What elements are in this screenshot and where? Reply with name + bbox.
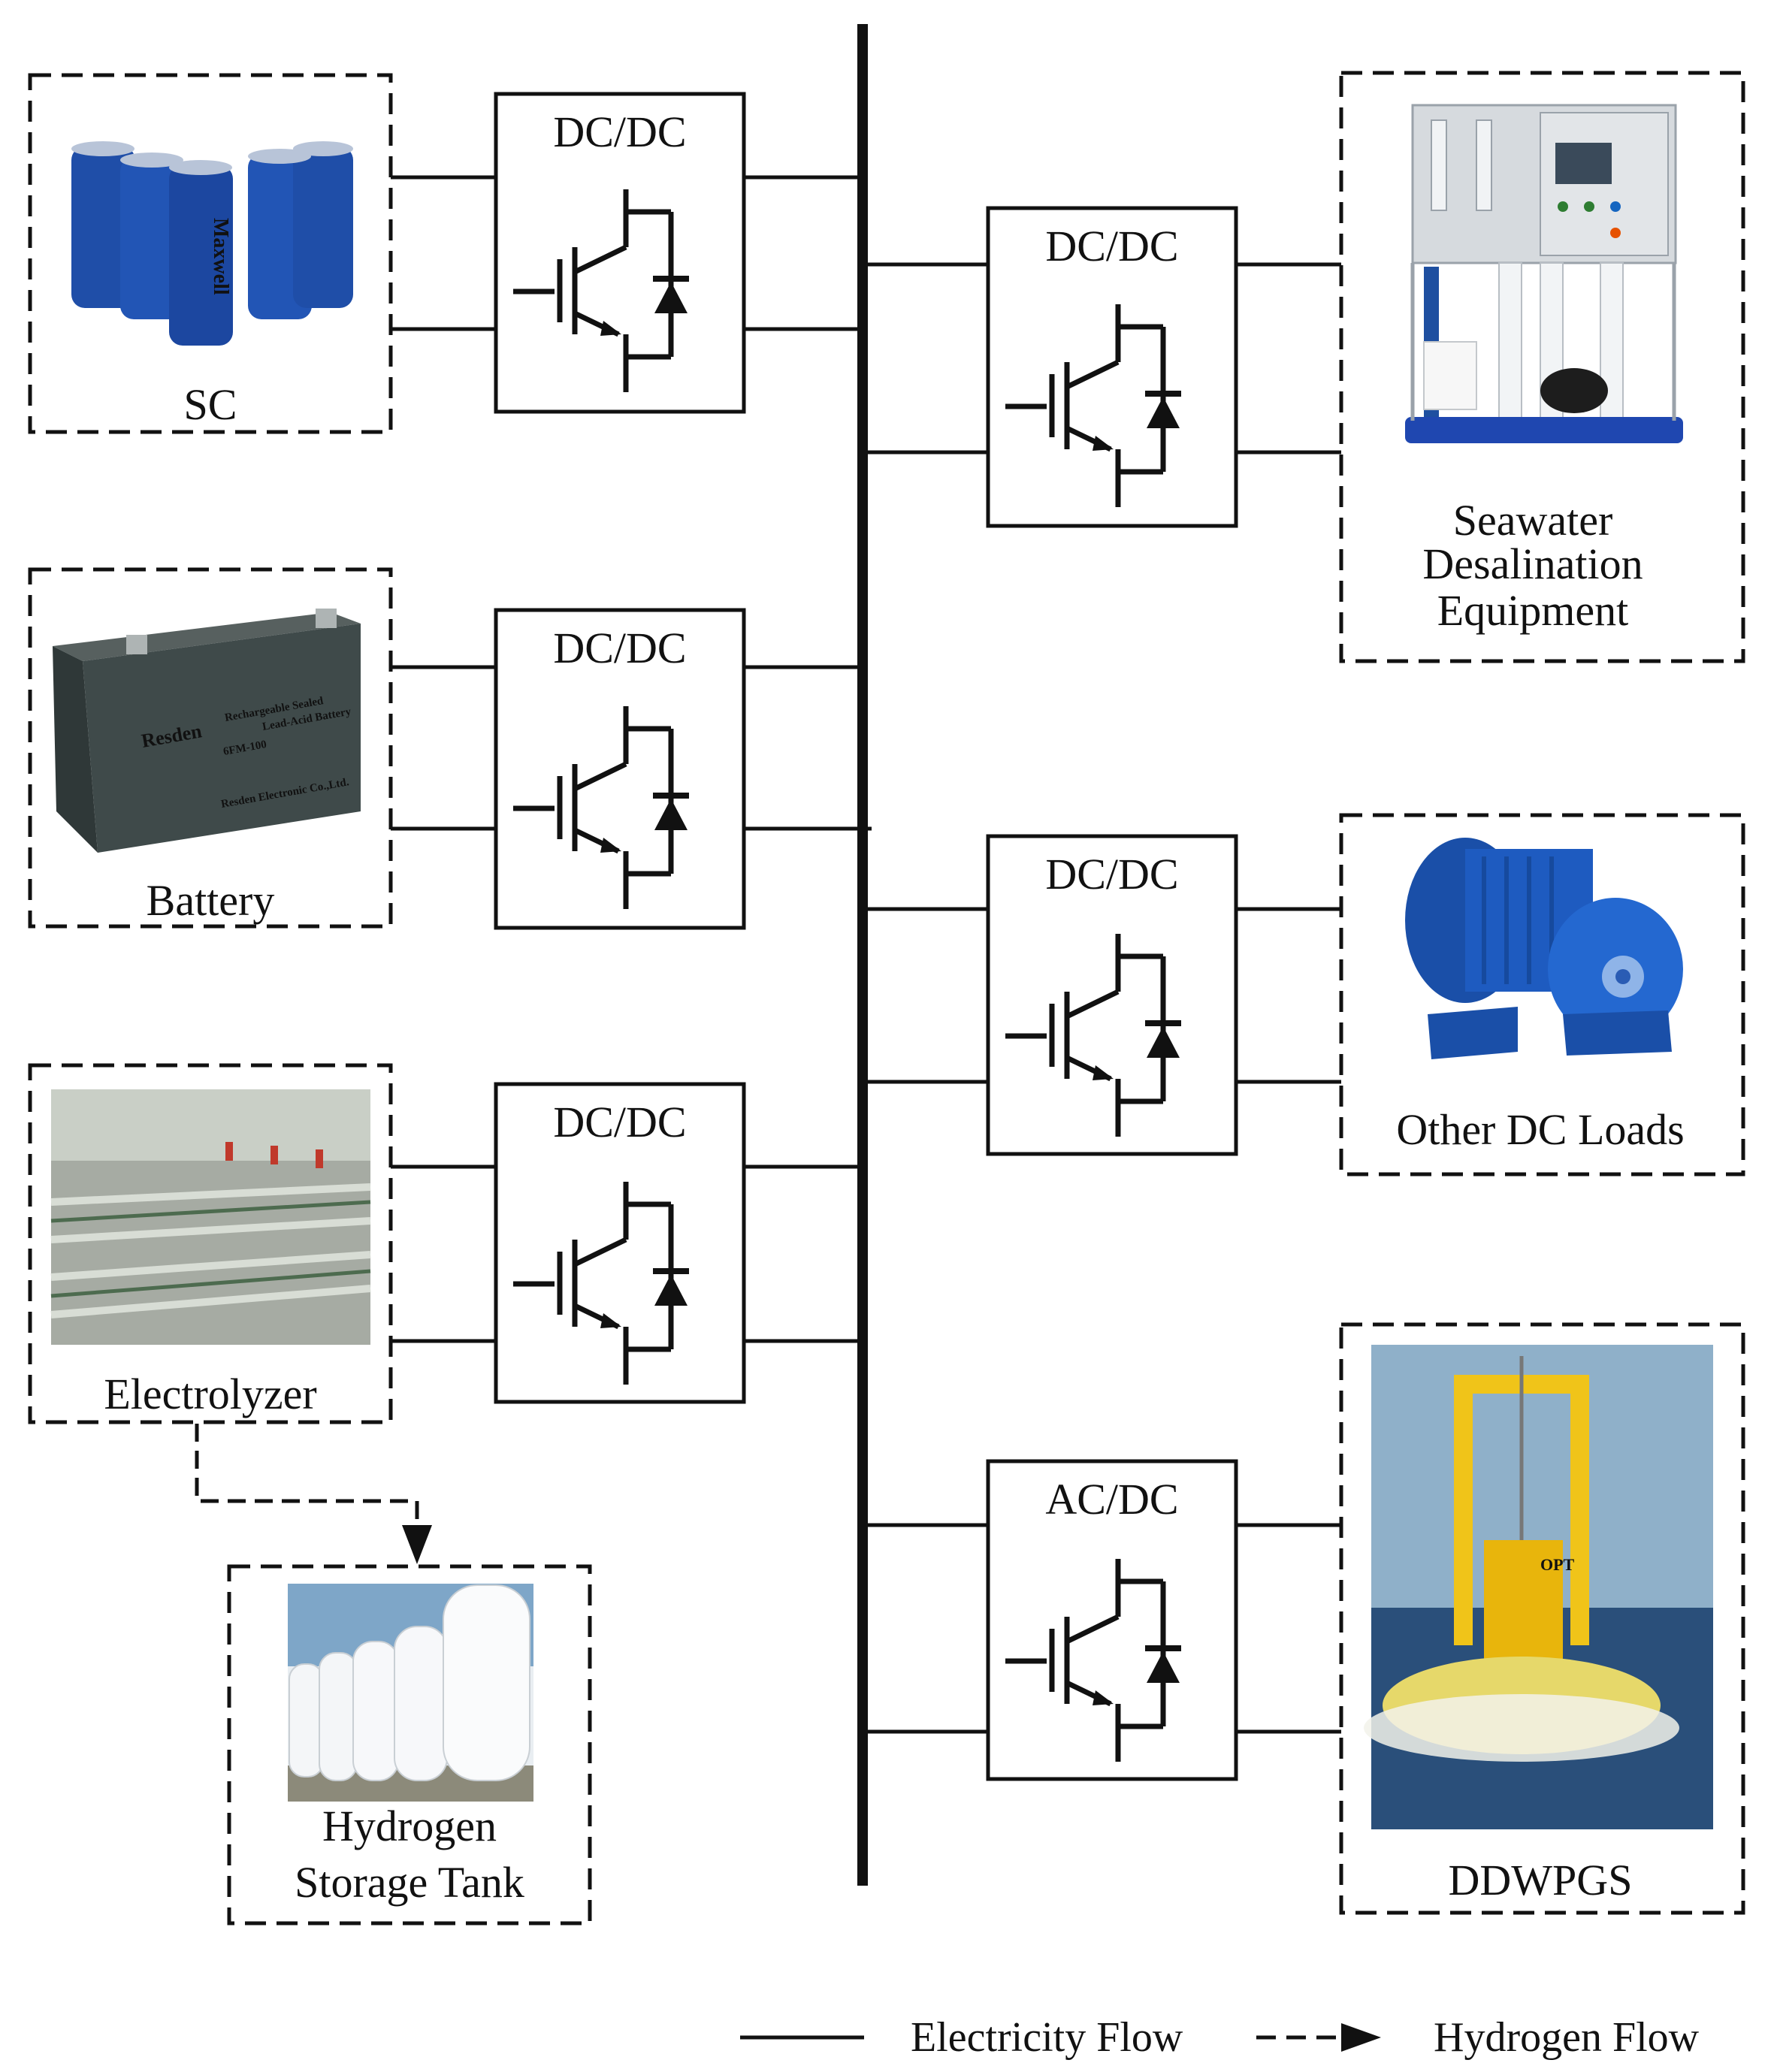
- converter-label: DC/DC: [1045, 222, 1178, 270]
- desalination-dashed-frame: [1339, 71, 1745, 663]
- hydrogen-flow-path: [195, 1424, 419, 1527]
- converter-battery: DC/DC: [494, 608, 746, 930]
- wave-power-buoy-image: OPT: [1364, 1345, 1713, 1829]
- ddwpgs-label: DDWPGS: [1449, 1856, 1633, 1904]
- desalination-label-line2: Desalination: [1422, 539, 1643, 588]
- desalination-equipment-image: [1405, 104, 1683, 443]
- desalination-group: Seawater Desalination Equipment: [1339, 71, 1745, 663]
- converter-electrolyzer: DC/DC: [494, 1082, 746, 1404]
- electrolyzer-label: Electrolyzer: [104, 1370, 316, 1418]
- legend-hydrogen-label: Hydrogen Flow: [1434, 2014, 1700, 2061]
- battery-image: Resden Rechargeable Sealed Lead-Acid Bat…: [53, 609, 361, 853]
- sc-dashed-frame: [28, 73, 393, 434]
- ddwpgs-dashed-frame: [1339, 1322, 1745, 1915]
- converter-label: DC/DC: [553, 1098, 686, 1146]
- dc-loads-dashed-frame: [1339, 813, 1745, 1176]
- converter-desalination: DC/DC: [986, 206, 1238, 528]
- battery-dashed-frame: [28, 567, 393, 929]
- converter-sc: DC/DC: [494, 92, 746, 414]
- converter-dc-loads: DC/DC: [986, 834, 1238, 1156]
- supercapacitor-image: Maxwell: [71, 141, 353, 346]
- hydrogen-tank-label-line1: Hydrogen: [322, 1802, 497, 1850]
- desalination-label-line1: Seawater: [1453, 496, 1613, 545]
- hydrogen-flow-arrowhead: [402, 1525, 432, 1564]
- hydrogen-tank-group: Hydrogen Storage Tank: [227, 1564, 592, 1926]
- battery-label: Battery: [147, 876, 275, 925]
- sc-label: SC: [184, 380, 237, 429]
- dc-loads-label: Other DC Loads: [1396, 1105, 1684, 1154]
- converter-label: AC/DC: [1045, 1475, 1178, 1524]
- electrolyzer-group: Electrolyzer: [28, 1063, 393, 1424]
- sc-group: Maxwell SC: [28, 73, 393, 434]
- hydrogen-tank-image: [288, 1584, 533, 1802]
- legend: Electricity Flow Hydrogen Flow: [740, 2014, 1700, 2061]
- electrolyzer-image: [50, 1089, 371, 1345]
- dc-loads-group: Other DC Loads: [1339, 813, 1745, 1176]
- hydrogen-tank-label-line2: Storage Tank: [295, 1858, 524, 1907]
- buoy-print-text: OPT: [1540, 1555, 1575, 1574]
- electrolyzer-dashed-frame: [28, 1063, 393, 1424]
- motor-image: [1405, 838, 1683, 1059]
- desalination-label-line3: Equipment: [1437, 586, 1629, 635]
- legend-hydrogen-arrowhead: [1341, 2023, 1381, 2052]
- sc-brand-text: Maxwell: [209, 218, 232, 295]
- legend-electricity-label: Electricity Flow: [911, 2014, 1183, 2061]
- converter-ddwpgs: AC/DC: [986, 1459, 1238, 1781]
- battery-group: Resden Rechargeable Sealed Lead-Acid Bat…: [28, 567, 393, 929]
- ddwpgs-group: OPT DDWPGS: [1339, 1322, 1745, 1915]
- converter-label: DC/DC: [1045, 850, 1178, 899]
- converter-label: DC/DC: [553, 107, 686, 156]
- hydrogen-tank-dashed-frame: [227, 1564, 592, 1926]
- converter-label: DC/DC: [553, 624, 686, 672]
